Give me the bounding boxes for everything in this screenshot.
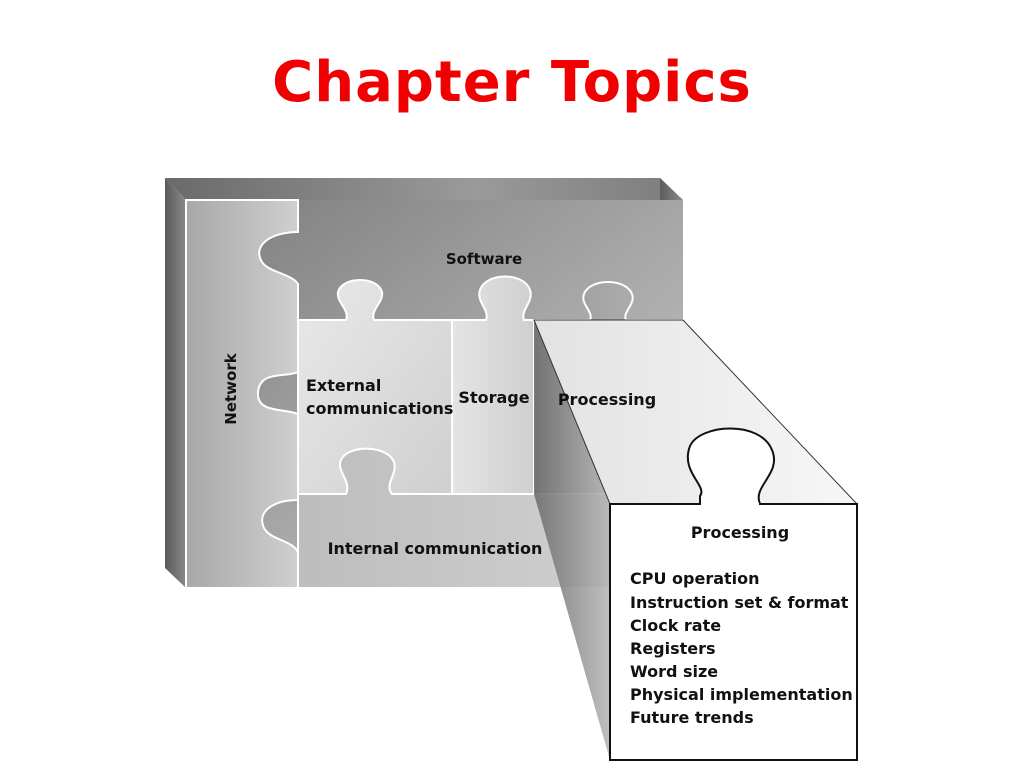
detail-card-title: Processing: [691, 523, 789, 542]
detail-card-item: Clock rate: [630, 616, 721, 635]
software-label: Software: [446, 250, 522, 268]
detail-card-item: Word size: [630, 662, 718, 681]
external-communications-label-line2: communications: [306, 399, 453, 418]
detail-card-item: Physical implementation: [630, 685, 853, 704]
internal-communication-label: Internal communication: [328, 539, 543, 558]
detail-card-item: Future trends: [630, 708, 754, 727]
detail-card-item: Registers: [630, 639, 716, 658]
processing-label: Processing: [558, 390, 656, 409]
detail-card-item: CPU operation: [630, 569, 760, 588]
slab-left-edge: [165, 178, 186, 588]
slab-top-edge: [165, 178, 683, 200]
storage-label: Storage: [458, 388, 529, 407]
detail-card-item: Instruction set & format: [630, 593, 849, 612]
network-label: Network: [222, 352, 240, 424]
external-communications-label-line1: External: [306, 376, 381, 395]
